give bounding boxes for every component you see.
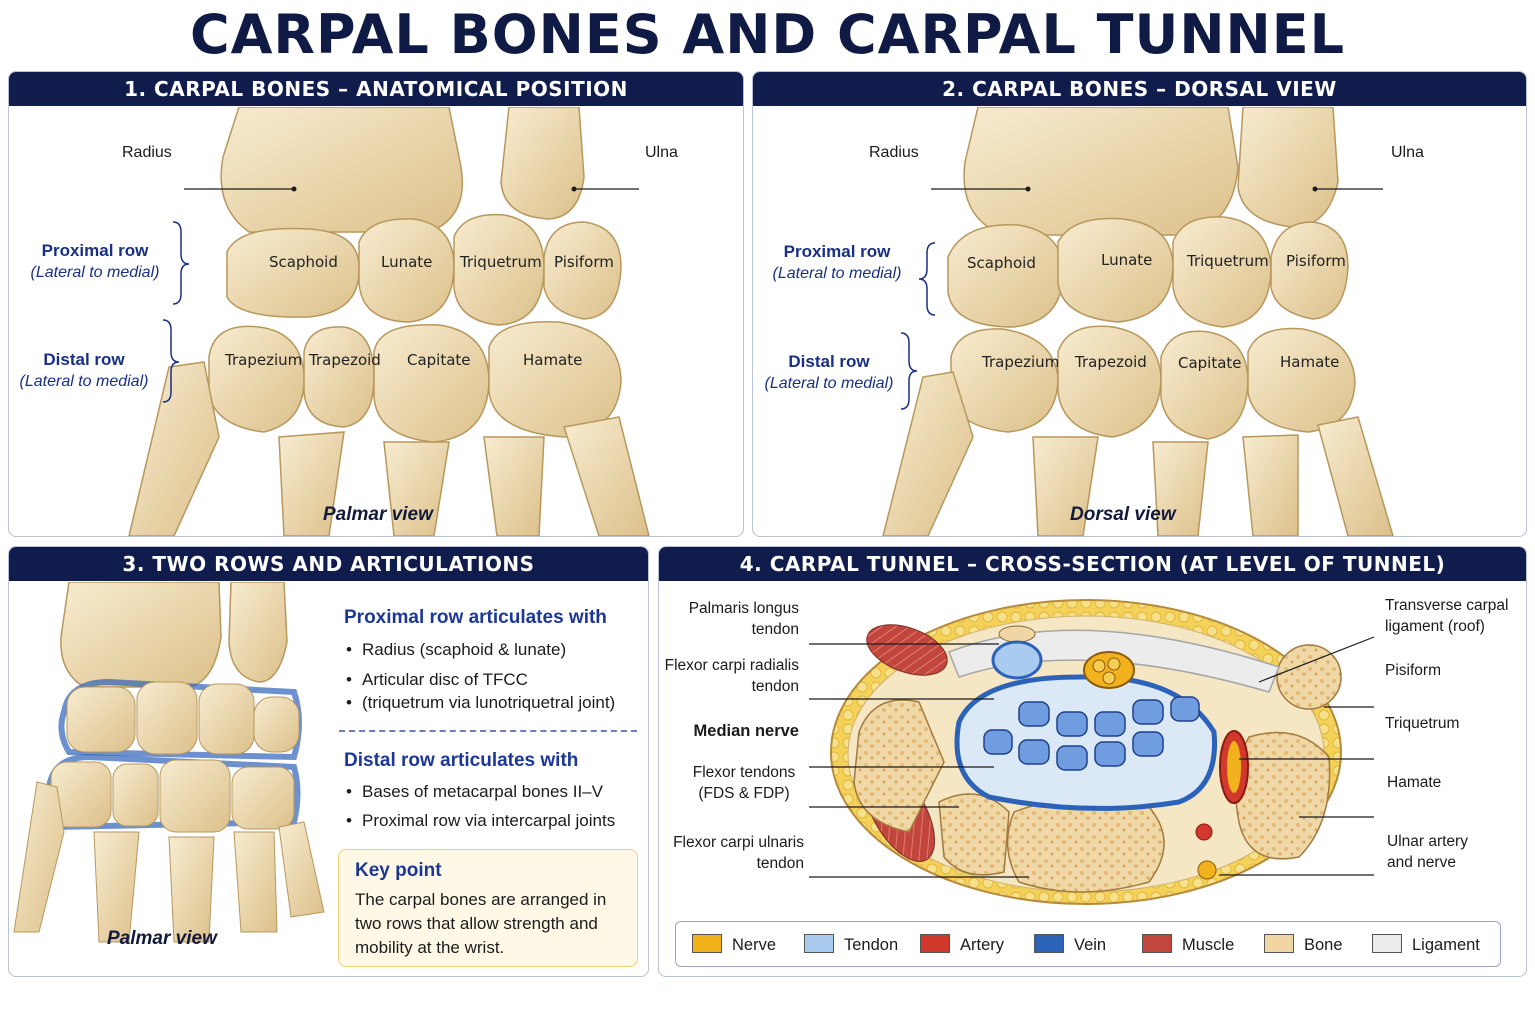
tendon-swatch bbox=[804, 934, 834, 953]
bone-label-pisiform: Pisiform bbox=[1286, 252, 1346, 270]
panel-3-header: 3. TWO ROWS AND ARTICULATIONS bbox=[9, 547, 648, 581]
panel-1-header: 1. CARPAL BONES – ANATOMICAL POSITION bbox=[9, 72, 743, 106]
legend-ligament: Ligament bbox=[1372, 934, 1480, 955]
key-point-box: Key point The carpal bones are arranged … bbox=[338, 849, 638, 967]
bone-label-trapezium: Trapezium bbox=[982, 353, 1060, 371]
bone-label-capitate: Capitate bbox=[407, 351, 471, 369]
palmar-carpal-illustration bbox=[128, 107, 650, 536]
distal-row-label: Distal row (Lateral to medial) bbox=[19, 350, 149, 390]
proximal-articulation-heading: Proximal row articulates with bbox=[344, 607, 607, 628]
legend-muscle: Muscle bbox=[1142, 934, 1234, 955]
key-point-text: The carpal bones are arranged in two row… bbox=[355, 890, 607, 957]
flexor-tendons-label: Flexor tendons(FDS & FDP) bbox=[692, 764, 796, 802]
section-divider bbox=[339, 730, 637, 732]
triquetrum-label: Triquetrum bbox=[1385, 715, 1460, 732]
palmar-view-caption: Palmar view bbox=[107, 928, 217, 949]
bone-label-trapezoid: Trapezoid bbox=[309, 351, 381, 369]
artery-swatch bbox=[920, 934, 950, 953]
proximal-row-label: Proximal row (Lateral to medial) bbox=[30, 241, 160, 281]
legend-artery: Artery bbox=[920, 934, 1004, 955]
page-title: CARPAL BONES AND CARPAL TUNNEL bbox=[189, 3, 1346, 66]
pisiform-label: Pisiform bbox=[1385, 662, 1441, 679]
bone-label-triquetrum: Triquetrum bbox=[460, 253, 542, 271]
proximal-item-tfcc: Articular disc of TFCC bbox=[346, 668, 528, 691]
proximal-row-label: Proximal row (Lateral to medial) bbox=[772, 242, 902, 282]
distal-item-intercarpal: Proximal row via intercarpal joints bbox=[346, 809, 615, 832]
dorsal-view-caption: Dorsal view bbox=[1070, 504, 1176, 525]
proximal-item-radius: Radius (scaphoid & lunate) bbox=[346, 638, 566, 661]
radius-label: Radius bbox=[869, 144, 919, 161]
distal-item-metacarpals: Bases of metacarpal bones II–V bbox=[346, 780, 603, 803]
bone-label-capitate: Capitate bbox=[1178, 354, 1242, 372]
bone-swatch bbox=[1264, 934, 1294, 953]
legend-nerve: Nerve bbox=[692, 934, 776, 955]
proximal-item-tfcc-note: (triquetrum via lunotriquetral joint) bbox=[346, 691, 615, 714]
legend-tendon: Tendon bbox=[804, 934, 898, 955]
dorsal-carpal-illustration bbox=[882, 107, 1394, 536]
bone-label-trapezium: Trapezium bbox=[225, 351, 303, 369]
key-point-title: Key point bbox=[355, 860, 442, 881]
bone-label-scaphoid: Scaphoid bbox=[967, 254, 1036, 272]
bone-label-trapezoid: Trapezoid bbox=[1075, 353, 1147, 371]
ulna-label: Ulna bbox=[1391, 144, 1424, 161]
bone-label-scaphoid: Scaphoid bbox=[269, 253, 338, 271]
ligament-swatch bbox=[1372, 934, 1402, 953]
panel-4-header: 4. CARPAL TUNNEL – CROSS-SECTION (AT LEV… bbox=[659, 547, 1526, 581]
nerve-swatch bbox=[692, 934, 722, 953]
distal-articulation-heading: Distal row articulates with bbox=[344, 750, 579, 771]
bone-label-hamate: Hamate bbox=[1280, 353, 1340, 371]
carpal-tunnel-cross-section bbox=[809, 599, 1375, 905]
ulna-label: Ulna bbox=[645, 144, 678, 161]
vein-swatch bbox=[1034, 934, 1064, 953]
bone-label-pisiform: Pisiform bbox=[554, 253, 614, 271]
bone-label-triquetrum: Triquetrum bbox=[1187, 252, 1269, 270]
bone-label-hamate: Hamate bbox=[523, 351, 583, 369]
panel-dorsal-view: 2. CARPAL BONES – DORSAL VIEW Radius Uln… bbox=[752, 71, 1527, 537]
distal-row-label: Distal row (Lateral to medial) bbox=[764, 352, 894, 392]
legend-vein: Vein bbox=[1034, 934, 1106, 955]
legend-bone: Bone bbox=[1264, 934, 1343, 955]
panel-anatomical-position: 1. CARPAL BONES – ANATOMICAL POSITION Ra… bbox=[8, 71, 744, 537]
tissue-legend: Nerve Tendon Artery Vein Muscle Bone Lig… bbox=[675, 921, 1501, 967]
two-rows-illustration bbox=[13, 582, 325, 943]
median-nerve-label: Median nerve bbox=[693, 722, 799, 740]
muscle-swatch bbox=[1142, 934, 1172, 953]
bone-label-lunate: Lunate bbox=[381, 253, 433, 271]
hamate-label: Hamate bbox=[1387, 774, 1442, 791]
bone-label-lunate: Lunate bbox=[1101, 251, 1153, 269]
radius-label: Radius bbox=[122, 144, 172, 161]
palmar-view-caption: Palmar view bbox=[323, 504, 433, 525]
panel-2-header: 2. CARPAL BONES – DORSAL VIEW bbox=[753, 72, 1526, 106]
panel-two-rows: 3. TWO ROWS AND ARTICULATIONS Palmar vie… bbox=[8, 546, 649, 977]
panel-carpal-tunnel: 4. CARPAL TUNNEL – CROSS-SECTION (AT LEV… bbox=[658, 546, 1527, 977]
